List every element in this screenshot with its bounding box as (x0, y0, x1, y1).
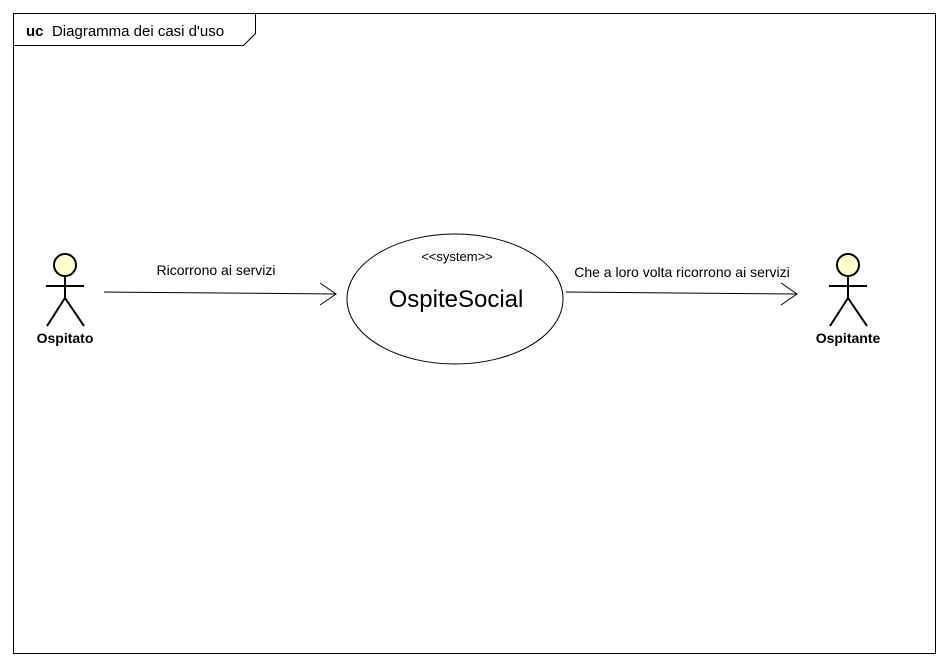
edge-ospitante-label: Che a loro volta ricorrono ai servizi (574, 264, 790, 280)
actor-ospitante-left-leg (829, 297, 849, 327)
actor-ospitante[interactable]: Ospitante (816, 253, 881, 346)
actor-ospitante-name: Ospitante (816, 330, 881, 346)
system-ellipse (346, 233, 564, 365)
system-stereotype: <<system>> (421, 249, 493, 264)
frame-title: uc Diagramma dei casi d'uso (26, 23, 224, 40)
frame-title-tab (13, 13, 256, 46)
edge-ospitante-line (565, 291, 798, 295)
actor-ospitante-right-leg (847, 297, 868, 327)
actor-ospitato-left-leg (46, 297, 66, 327)
actor-ospitato-head (53, 253, 77, 277)
actor-ospitato[interactable]: Ospitato (37, 253, 94, 346)
frame-keyword: uc (26, 23, 44, 40)
edge-ospitante-arrowhead (780, 282, 798, 306)
actor-ospitato-right-leg (64, 297, 85, 327)
edge-ospitato-line (103, 291, 337, 295)
edge-system-to-ospitante[interactable]: Che a loro volta ricorrono ai servizi (565, 264, 798, 306)
edge-ospitato-label: Ricorrono ai servizi (156, 262, 275, 278)
system-ospitesocial[interactable]: <<system>> OspiteSocial (346, 233, 564, 365)
system-name: OspiteSocial (389, 286, 524, 313)
actor-ospitato-name: Ospitato (37, 330, 94, 346)
actor-ospitante-head (836, 253, 860, 277)
diagram-frame (13, 13, 936, 654)
edge-ospitato-arrowhead (319, 282, 337, 306)
edge-ospitato-to-system[interactable]: Ricorrono ai servizi (103, 262, 337, 306)
frame-title-text: Diagramma dei casi d'uso (52, 23, 224, 40)
